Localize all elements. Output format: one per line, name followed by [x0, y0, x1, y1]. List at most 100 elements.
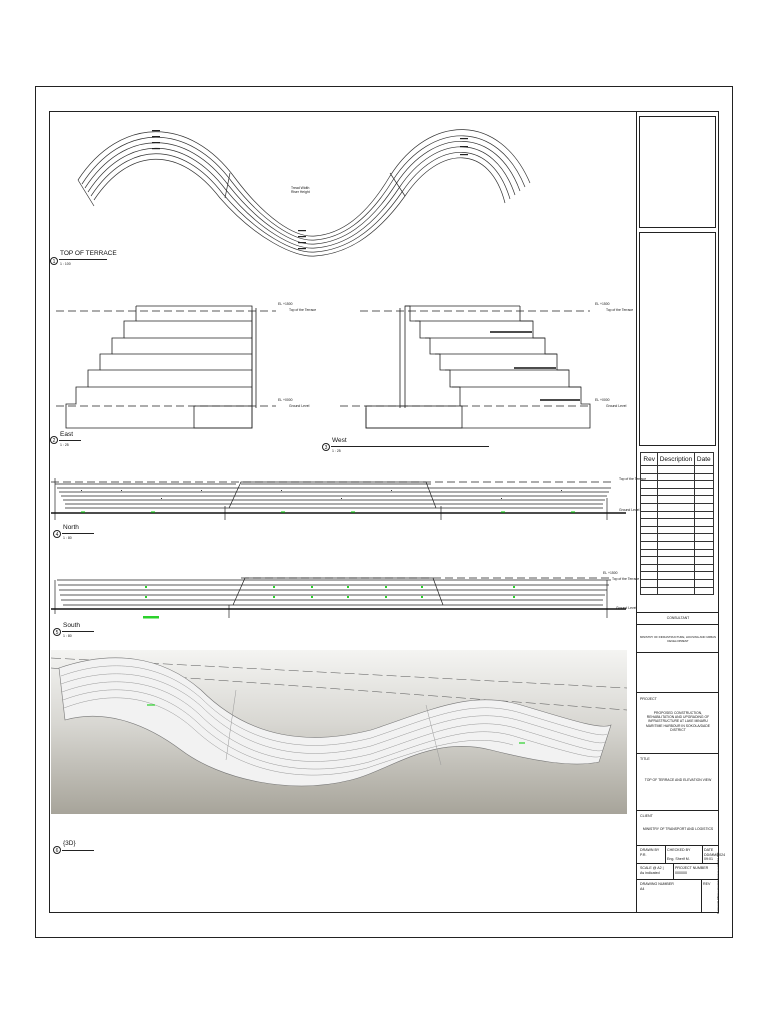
view-2-title: East: [60, 431, 74, 438]
revision-row: [639, 495, 715, 504]
revision-cell: [693, 533, 715, 542]
sheet-inner-border: [49, 111, 719, 913]
view-5-marker: 5: [53, 628, 61, 636]
drawn-by-value: P.R.: [640, 853, 647, 857]
consultant-name: MINISTRY OF INFRASTRUCTURE, HOUSING AND …: [639, 635, 717, 644]
checked-by-label: CHECKED BY: [667, 848, 691, 852]
revision-cell: [639, 571, 659, 580]
revision-cell: [639, 525, 659, 535]
revision-cell: [657, 525, 695, 535]
view-1-scale: 1 : 100: [60, 262, 71, 266]
revision-row: [639, 556, 715, 565]
view-1-underline: [59, 259, 107, 260]
revision-cell: [657, 487, 695, 497]
revision-cell: [639, 533, 659, 542]
revision-cell: [639, 518, 659, 527]
view-5-underline: [62, 631, 94, 632]
client-name: MINISTRY OF TRANSPORT AND LOGISTICS: [642, 827, 714, 831]
consultant-label: CONSULTANT: [666, 616, 690, 620]
revision-cell: [693, 540, 715, 550]
revision-cell: [639, 465, 659, 474]
view-1-title: TOP OF TERRACE: [60, 250, 117, 257]
view-6-marker: 6: [53, 846, 61, 854]
revision-row: [639, 540, 715, 550]
revision-cell: [639, 472, 659, 482]
rev-header: Rev: [639, 452, 659, 466]
view-4-marker: 4: [53, 530, 61, 538]
title-label: TITLE: [640, 757, 650, 761]
view-3-marker: 3: [322, 443, 330, 451]
revision-row: [639, 571, 715, 580]
revision-cell: [639, 502, 659, 512]
drawn-by-label: DRAWN BY: [640, 848, 660, 852]
revision-cell: [693, 472, 715, 482]
north-level-top-name: Top of the Terrace: [619, 477, 647, 481]
revision-cell: [693, 480, 715, 489]
east-level-top-name: Top of the Terrace: [289, 308, 317, 312]
checked-by-value: Eng. Sherif M.: [667, 857, 690, 861]
revision-cell: [657, 465, 695, 474]
tb-divider-5: [637, 753, 719, 754]
view-3-scale: 1 : 25: [332, 449, 341, 453]
project-label: PROJECT: [640, 697, 657, 701]
revision-cell: [693, 518, 715, 527]
north-elevation-drawing: [51, 478, 626, 520]
logo-box: [639, 116, 716, 228]
title-block: [636, 111, 719, 913]
revision-row: [639, 586, 715, 596]
revision-cell: [657, 571, 695, 580]
revision-cell: [657, 518, 695, 527]
revision-table: Rev Description Date: [639, 452, 715, 596]
west-level-base-value: EL +0000: [595, 398, 610, 402]
view-4-title: North: [63, 524, 79, 531]
east-level-base-value: EL +0000: [278, 398, 293, 402]
scale-label: SCALE @ A2 |: [640, 866, 664, 870]
terrace-plan-drawing: [77, 129, 531, 257]
revision-cell: [693, 510, 715, 520]
revision-cell: [657, 510, 695, 520]
view-3-underline: [331, 446, 489, 447]
revision-row: [639, 548, 715, 558]
project-name: PROPOSED CONSTRUCTION, REHABILITATION AN…: [645, 711, 711, 732]
revision-cell: [657, 495, 695, 504]
revision-row: [639, 502, 715, 512]
revision-cell: [693, 465, 715, 474]
north-level-base-name: Ground Level: [619, 508, 640, 512]
view-6-underline: [62, 850, 94, 851]
revision-cell: [693, 586, 715, 596]
revision-cell: [639, 487, 659, 497]
revision-row: [639, 518, 715, 527]
revision-cell: [693, 548, 715, 558]
revision-cell: [693, 502, 715, 512]
view-4-underline: [62, 533, 94, 534]
view-6-title: {3D}: [63, 840, 76, 847]
3d-view-render: [51, 650, 627, 814]
drawing-title: TOP OF TERRACE AND ELEVATION VIEW: [644, 778, 712, 782]
west-level-top-name: Top of the Terrace: [606, 308, 634, 312]
south-elevation-drawing: [51, 577, 626, 619]
revision-cell: [657, 480, 695, 489]
date-value: DD/MM/2024 09:01: [704, 853, 726, 861]
revision-cell: [639, 480, 659, 489]
view-3-title: West: [332, 437, 347, 444]
view-4-scale: 1 : 80: [63, 536, 72, 540]
east-elevation-drawing: [56, 305, 276, 429]
revision-cell: [639, 540, 659, 550]
south-level-top-name: Top of the Terrace: [612, 577, 640, 581]
sheet-outer-border: [35, 86, 733, 938]
revision-cell: [693, 563, 715, 573]
revision-row: [639, 465, 715, 474]
project-number-value: 000000: [675, 871, 687, 875]
info-grid: DRAWN BY P.R. CHECKED BY Eng. Sherif M. …: [637, 845, 726, 913]
revision-cell: [639, 510, 659, 520]
revision-cell: [657, 586, 695, 596]
view-2-marker: 2: [50, 436, 58, 444]
revision-cell: [657, 472, 695, 482]
revision-row: [639, 487, 715, 497]
revision-cell: [693, 487, 715, 497]
scale-value: As indicated: [640, 871, 660, 875]
revision-row: [639, 480, 715, 489]
description-header: Description: [657, 452, 695, 466]
revision-row: [639, 578, 715, 588]
revision-row: [639, 533, 715, 542]
